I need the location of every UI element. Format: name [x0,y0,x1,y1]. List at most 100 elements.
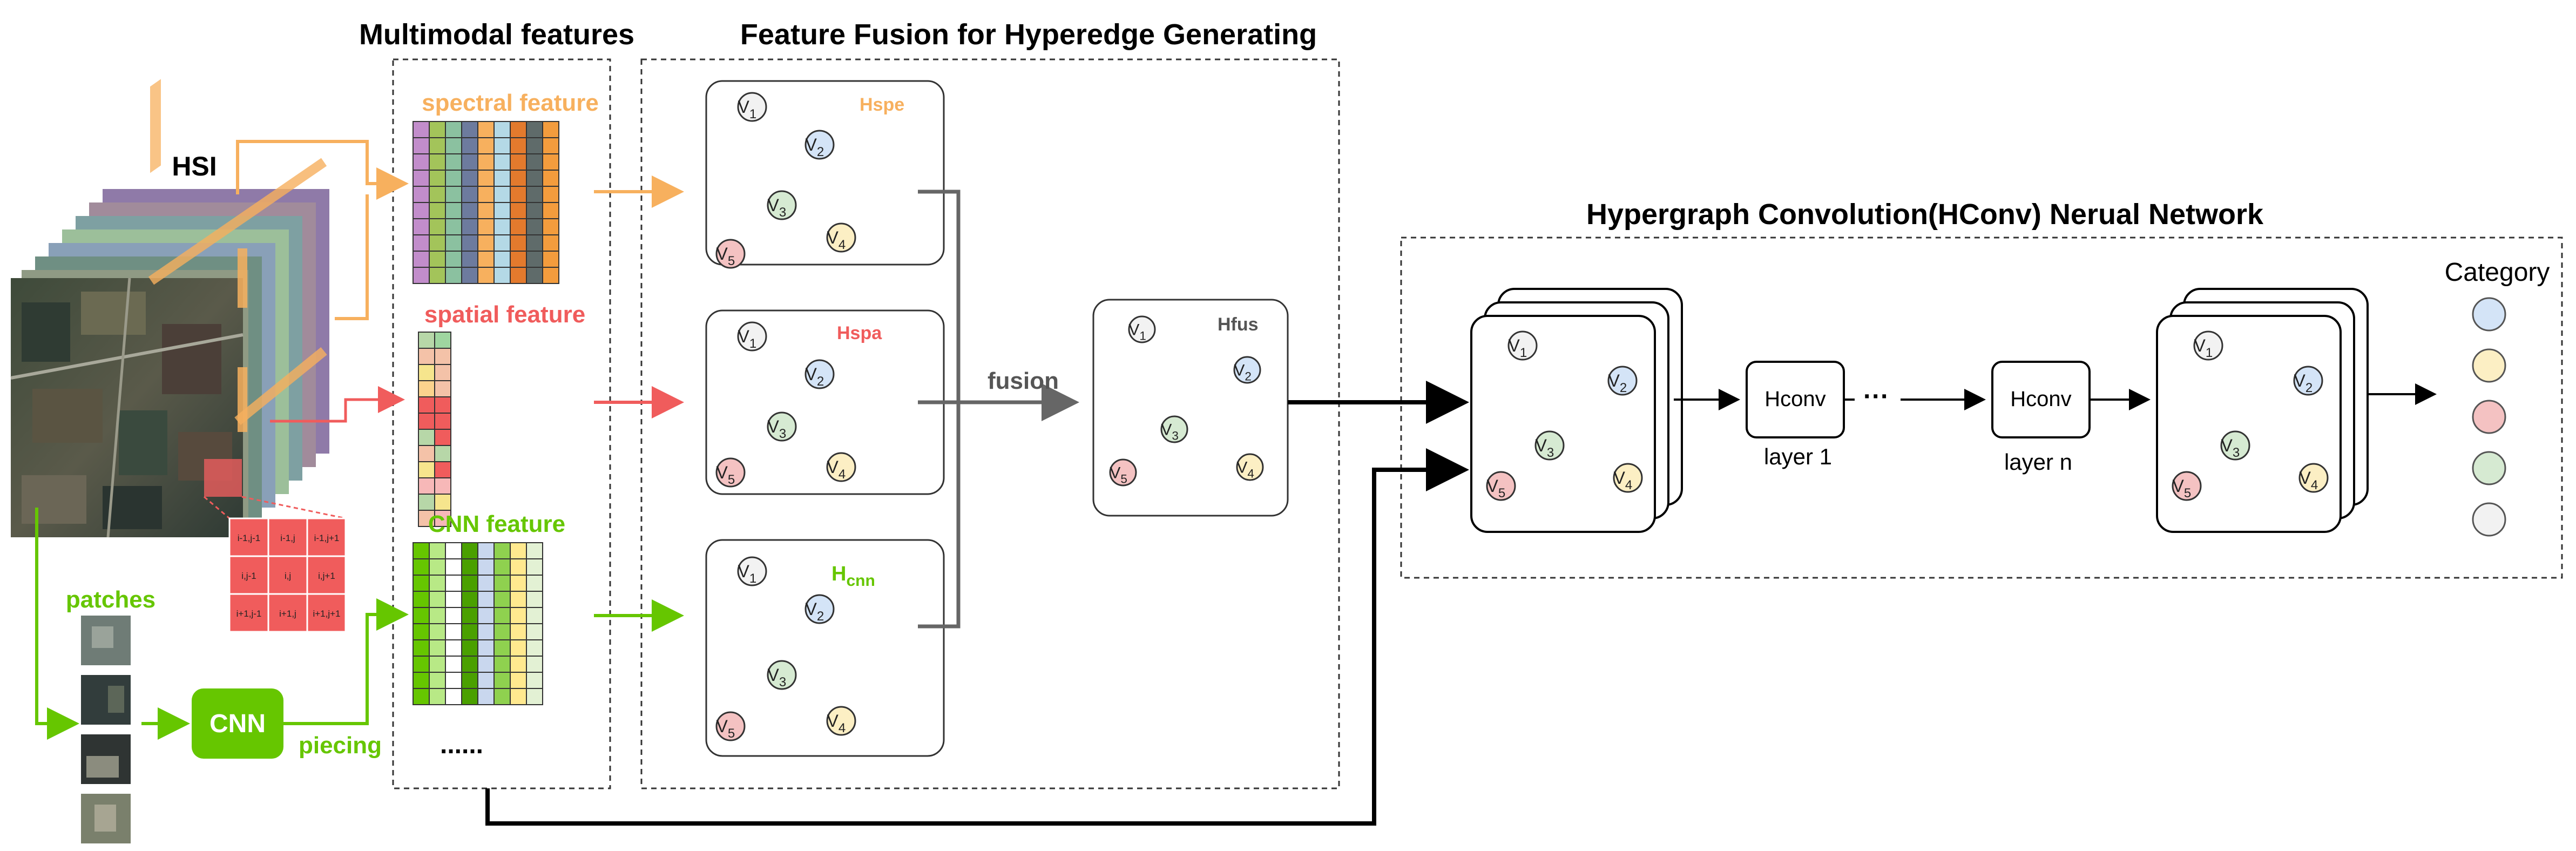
vertex-node [737,92,767,122]
feature-cell [413,623,430,640]
vertex-node [715,239,746,269]
category-swatch [2472,502,2506,537]
hsi-label: HSI [172,151,217,181]
feature-cell [461,542,478,559]
vertex-node [804,359,835,389]
feature-cell [418,461,435,478]
feature-cell [542,234,559,252]
hspe-graph-box [705,80,945,266]
target-pixel [204,459,242,497]
category-swatch [2472,400,2506,434]
feature-cell [493,202,511,219]
hconv-layer-1-label: Hconv [1764,387,1825,411]
feature-cell [526,202,543,219]
feature-cell [510,575,527,592]
fusion-section-title: Feature Fusion for Hyperedge Generating [740,18,1317,51]
hconv-layer-n-label: Hconv [2010,387,2071,411]
feature-cell [429,186,446,203]
feature-cell [477,623,495,640]
layer-1-caption: layer 1 [1764,444,1832,469]
feature-cell [429,607,446,624]
feature-cell [445,688,462,705]
feature-cell [429,656,446,673]
feature-cell [445,202,462,219]
feature-cell [493,267,511,284]
feature-cell [542,251,559,268]
vertex-node [1507,330,1538,361]
feature-cell [526,121,543,138]
vertex-node [826,706,856,736]
feature-cell [493,623,511,640]
feature-cell [477,688,495,705]
feature-cell [445,591,462,608]
feature-cell [434,445,451,462]
feature-cell [434,348,451,365]
feature-cell [510,153,527,171]
vertex-node [767,411,797,442]
feature-cell [418,348,435,365]
feature-cell [542,267,559,284]
feature-cell [493,607,511,624]
vertex-node [2172,471,2202,501]
feature-cell [461,170,478,187]
feature-cell [461,623,478,640]
vertex-node [2220,430,2250,461]
fusion-bracket [918,190,961,629]
vertex-node [1236,453,1264,481]
feature-cell [493,186,511,203]
feature-cell [461,121,478,138]
feature-cell [461,137,478,154]
vertex-node [2298,463,2329,493]
cnn-block [192,688,283,759]
category-swatch [2472,451,2506,485]
feature-cell [510,121,527,138]
feature-cell [493,575,511,592]
feature-cell [434,396,451,414]
feature-cell [493,153,511,171]
feature-cell [477,153,495,171]
feature-cell [413,234,430,252]
feature-cell [510,672,527,689]
feature-cell [526,623,543,640]
feature-cell [542,153,559,171]
feature-cell [461,591,478,608]
feature-cell [542,202,559,219]
spectral-feature-label: spectral feature [422,90,599,116]
feature-cell [413,558,430,576]
cnn-block-label: CNN [209,710,266,738]
feature-cell [493,170,511,187]
feature-cell [413,153,430,171]
window-cell: i-1,j+1 [314,533,340,543]
window-cell: i,j+1 [318,571,335,581]
feature-cell [542,218,559,235]
feature-cell [510,170,527,187]
feature-cell [413,251,430,268]
feature-cell [493,542,511,559]
feature-cell [418,332,435,349]
feature-cell [526,591,543,608]
feature-cell [493,137,511,154]
feature-cell [445,234,462,252]
category-legend [2472,297,2506,537]
feature-cell [434,461,451,478]
feature-cell [413,542,430,559]
feature-cell [445,153,462,171]
feature-cell [413,639,430,657]
window-cell: i,j-1 [241,571,256,581]
feature-cell [477,121,495,138]
more-features-ellipsis: ...... [440,731,483,759]
vertex-node [715,457,746,488]
hspe-label: Hspe [860,94,904,115]
feature-cell [477,639,495,657]
feature-cell [477,656,495,673]
feature-cell [526,218,543,235]
feature-cell [445,558,462,576]
multimodal-frame [392,58,611,789]
feature-cell [429,591,446,608]
feature-cell [526,542,543,559]
feature-cell [445,121,462,138]
